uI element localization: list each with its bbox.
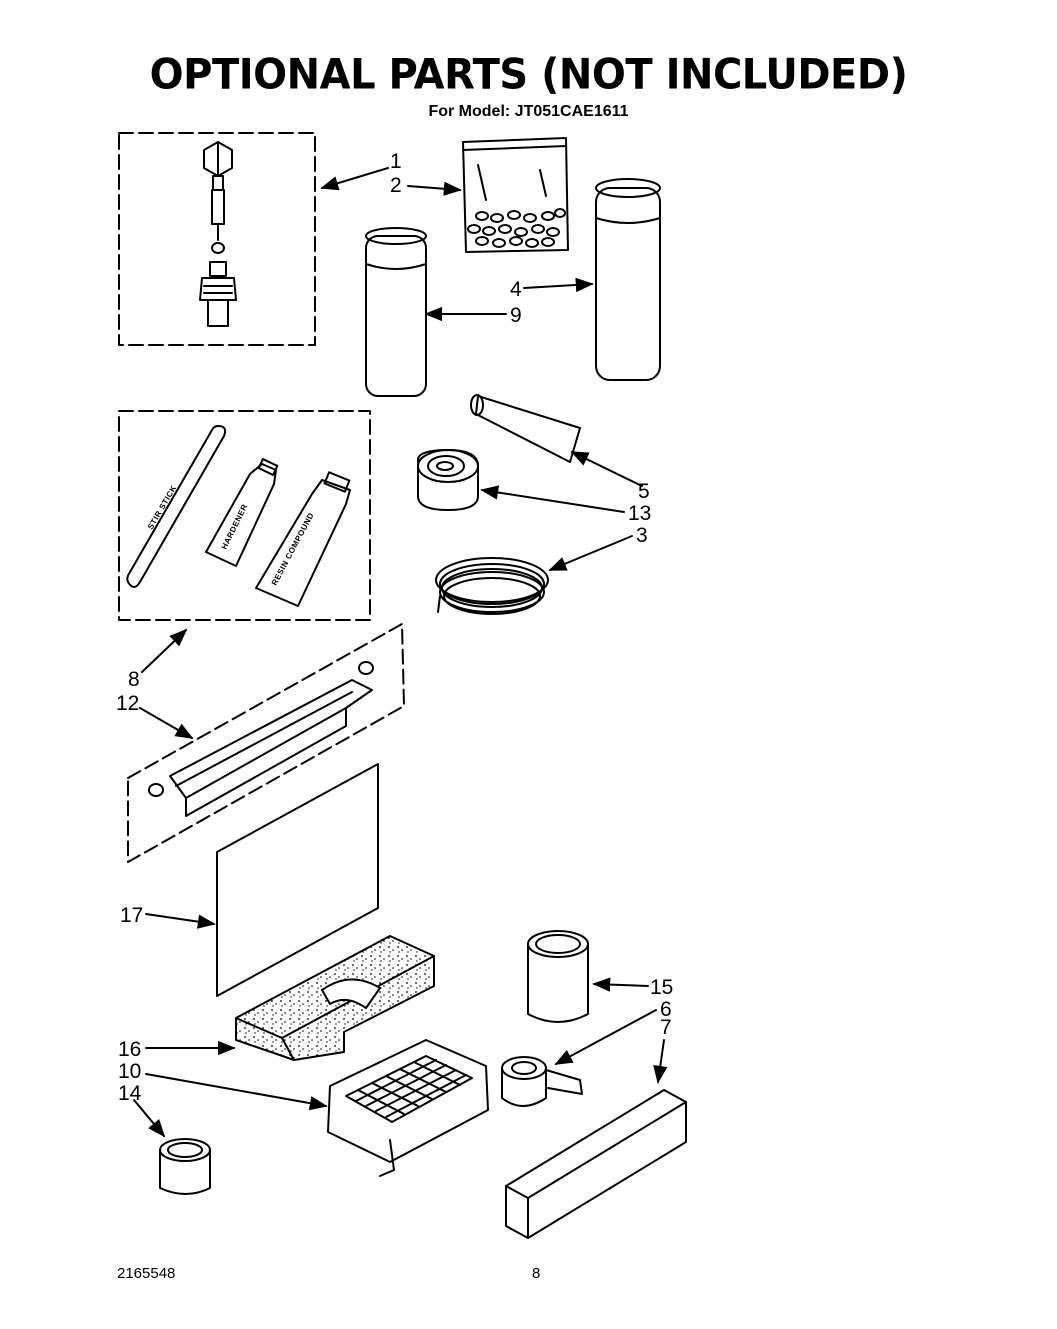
bracket-assembly (127, 623, 405, 863)
svg-text:9: 9 (510, 304, 522, 327)
callout-12: 12 (116, 692, 194, 739)
page-title: OPTIONAL PARTS (NOT INCLUDED) (149, 50, 908, 100)
callout-16: 16 (118, 1038, 236, 1061)
repair-kit: STIR STICK HARDENER RESIN COMPOUND (118, 410, 371, 621)
small-can-14 (159, 1138, 211, 1195)
svg-text:1: 1 (390, 150, 402, 173)
svg-text:3: 3 (636, 524, 648, 547)
svg-text:2: 2 (390, 174, 402, 197)
callout-4: 4 (510, 277, 594, 301)
model-number: For Model: JT051CAE1611 (428, 103, 629, 120)
large-can-15 (527, 930, 589, 1023)
tape-roll-13 (417, 449, 479, 511)
callout-6: 6 (554, 998, 672, 1065)
o-ring-bag (462, 137, 569, 253)
tape-roll-6 (501, 1056, 583, 1107)
callout-9: 9 (424, 304, 522, 327)
callout-8: 8 (128, 628, 188, 691)
callout-10: 10 (118, 1060, 328, 1111)
callout-14: 14 (118, 1082, 166, 1138)
callout-2: 2 (390, 174, 462, 197)
sheet-17 (216, 763, 379, 997)
svg-text:7: 7 (660, 1016, 672, 1039)
valve-kit (118, 132, 316, 346)
svg-text:16: 16 (118, 1038, 141, 1061)
heater-grid-10 (327, 1039, 489, 1177)
hardener-label: HARDENER (220, 503, 250, 551)
svg-text:10: 10 (118, 1060, 141, 1083)
page-number: 8 (532, 1265, 541, 1282)
svg-text:6: 6 (660, 998, 672, 1021)
svg-text:12: 12 (116, 692, 139, 715)
coiled-cord-3 (435, 557, 549, 615)
callout-1: 1 (320, 150, 402, 191)
spray-can-9 (365, 227, 427, 397)
resin-compound-label: RESIN COMPOUND (270, 511, 316, 587)
document-number: 2165548 (117, 1265, 176, 1282)
svg-text:5: 5 (638, 480, 650, 503)
svg-text:4: 4 (510, 278, 522, 301)
callout-5: 5 (570, 451, 650, 503)
callout-15: 15 (592, 976, 673, 999)
callout-13: 13 (480, 485, 651, 525)
foam-seal-16 (235, 935, 435, 1061)
svg-text:15: 15 (650, 976, 673, 999)
svg-text:8: 8 (128, 668, 140, 691)
callout-3: 3 (548, 524, 648, 571)
spray-can-4 (595, 178, 661, 381)
svg-text:17: 17 (120, 904, 143, 927)
callout-7: 7 (653, 1016, 672, 1084)
foam-block-7 (505, 1089, 687, 1239)
svg-text:14: 14 (118, 1082, 142, 1105)
callout-17: 17 (120, 904, 216, 929)
tube-5 (470, 394, 581, 463)
svg-text:13: 13 (628, 502, 651, 525)
